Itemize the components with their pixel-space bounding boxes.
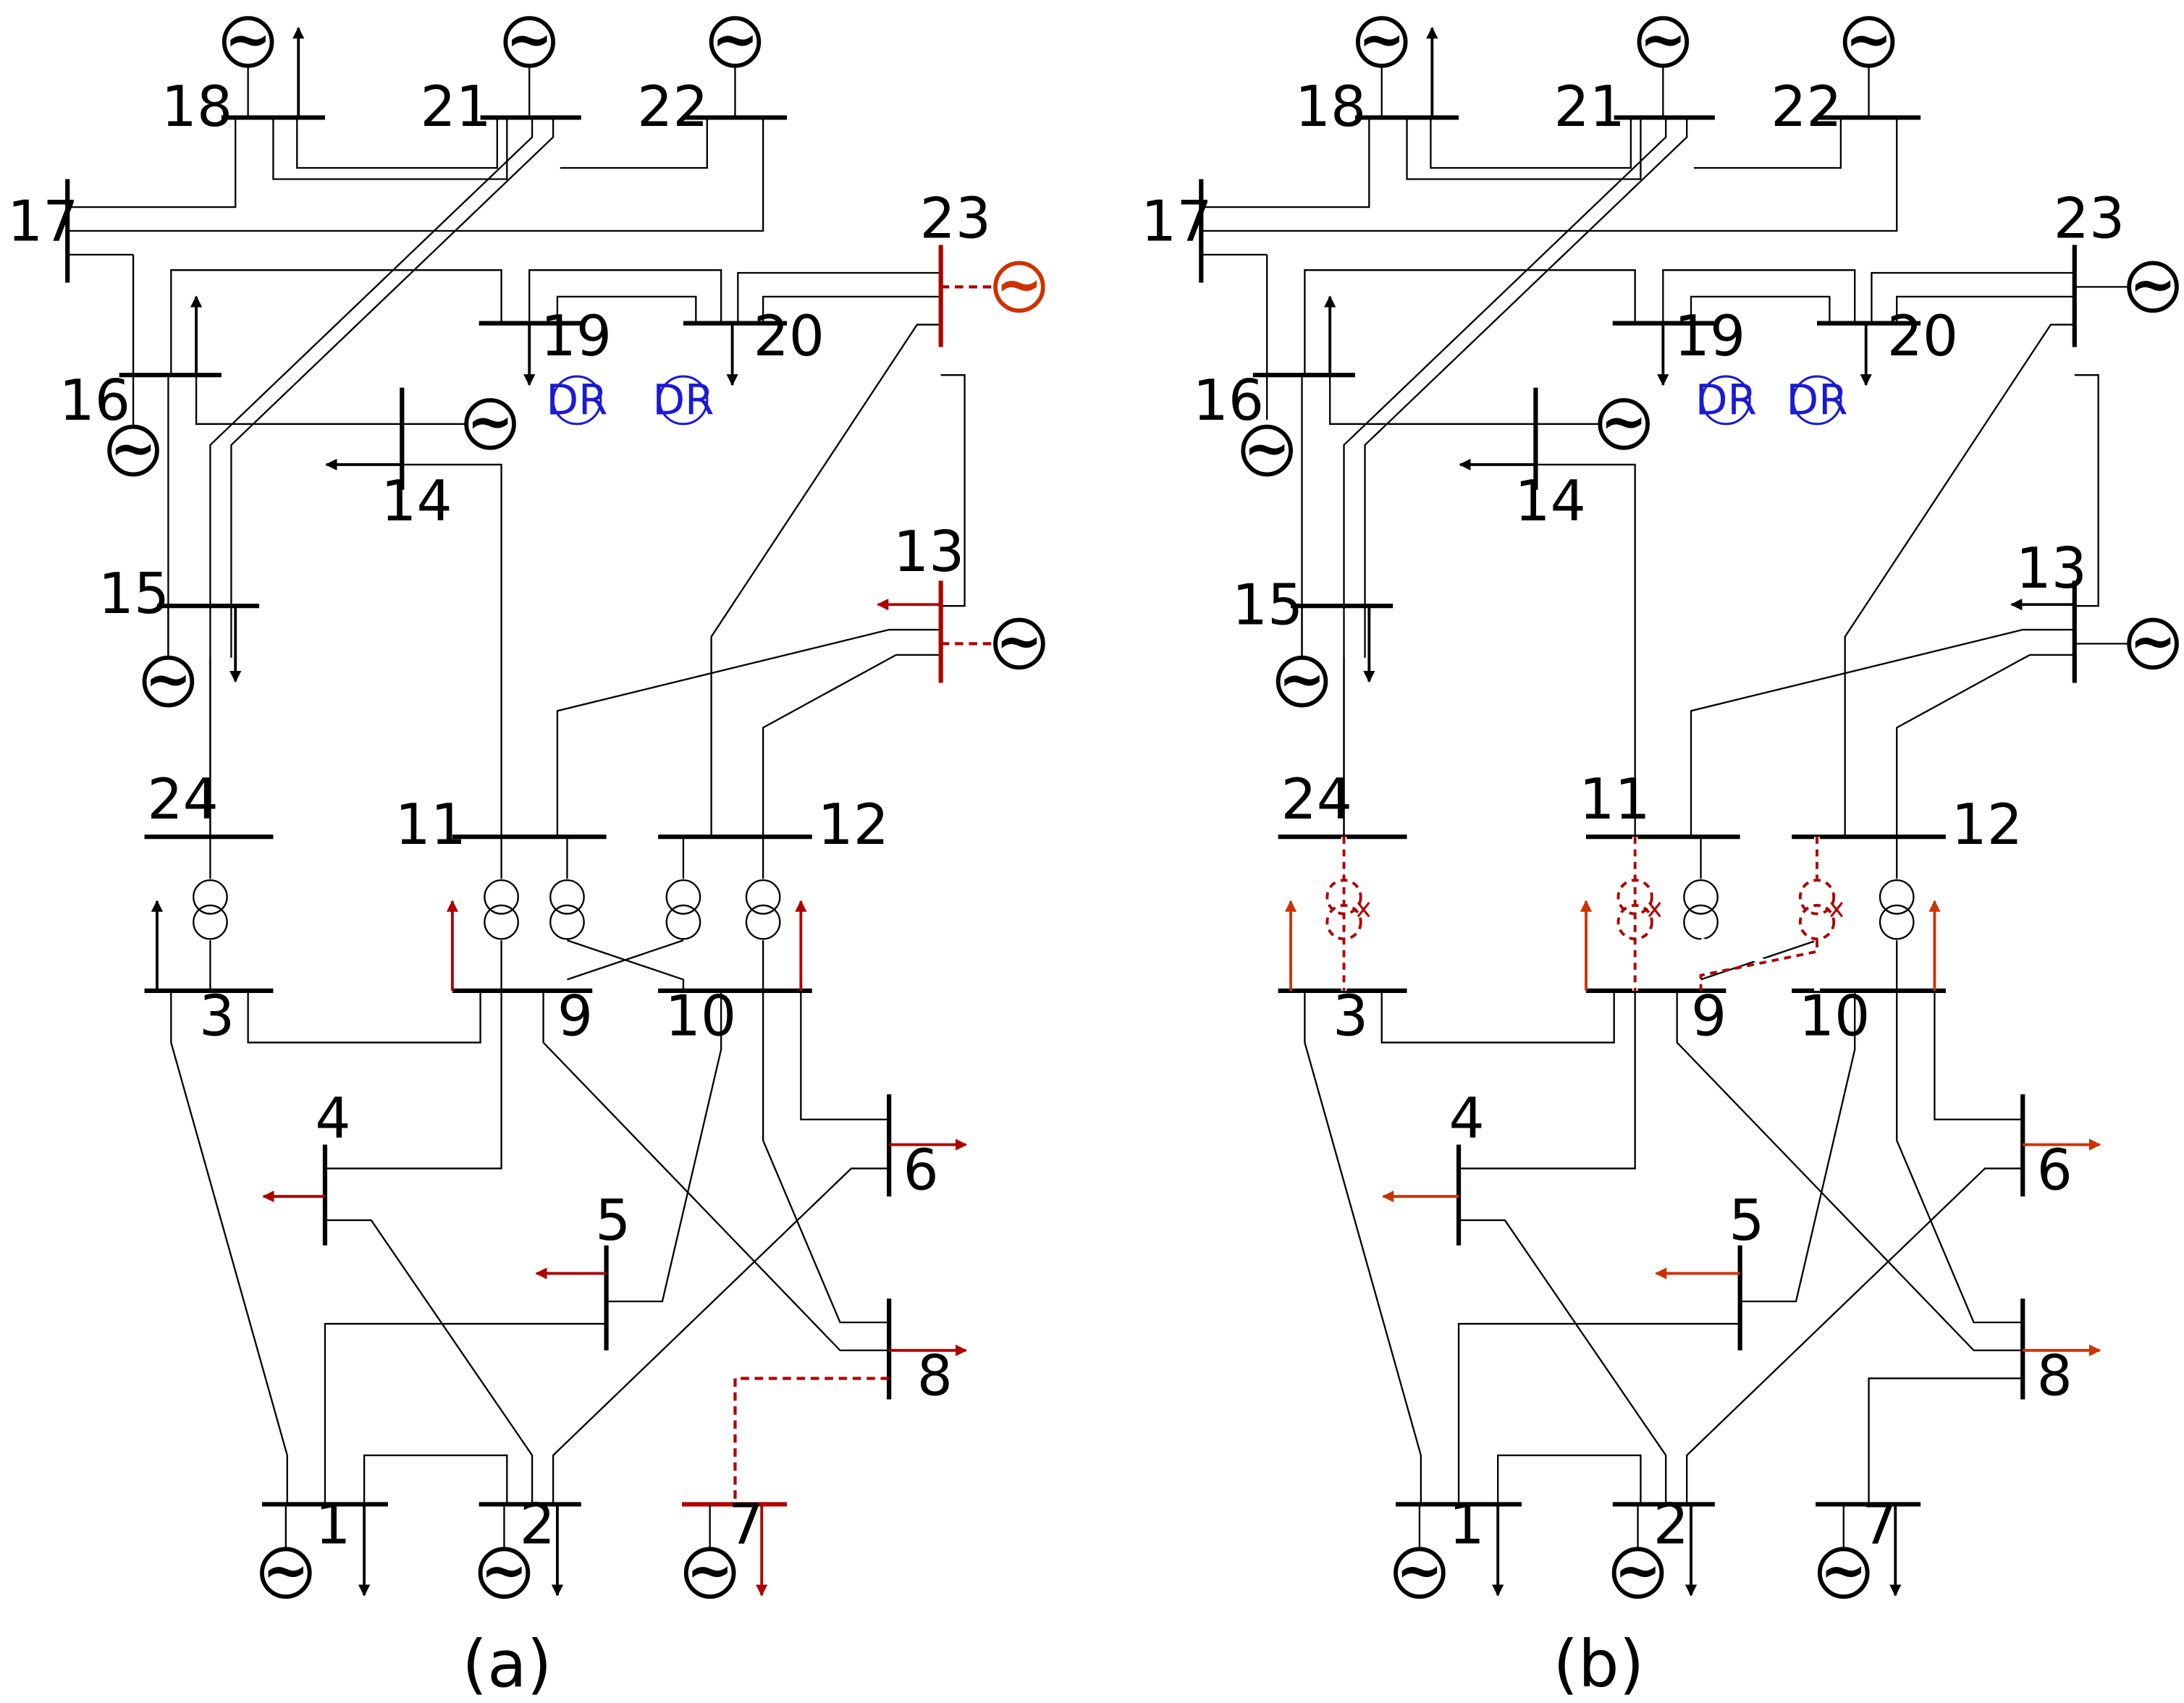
outaged-links-a (733, 285, 996, 1505)
bus-label-16: 16 (1193, 368, 1264, 434)
dr-label-20: DR (1787, 375, 1848, 424)
sine-wave-icon: ~ (145, 647, 192, 712)
bus-label-20: 20 (1887, 304, 1958, 369)
changed-loads-b (1284, 900, 2101, 1356)
bus-label-18: 18 (161, 75, 232, 140)
outaged-buses (682, 245, 943, 1507)
bus-label-2: 2 (1653, 1492, 1689, 1558)
bus-label-4: 4 (315, 1086, 350, 1151)
bus-label-22: 22 (1771, 75, 1842, 140)
sine-wave-icon: ~ (1845, 7, 1892, 72)
sine-wave-icon: ~ (481, 1538, 528, 1603)
sine-wave-icon: ~ (712, 7, 759, 72)
bus-label-6: 6 (2037, 1138, 2073, 1203)
bus-label-15: 15 (98, 562, 169, 627)
bus-label-21: 21 (420, 75, 491, 140)
bus-label-11: 11 (1579, 767, 1650, 832)
bus-label-3: 3 (199, 984, 235, 1049)
bus-label-20: 20 (754, 304, 825, 369)
bus-label-8: 8 (917, 1344, 953, 1409)
bus-label-5: 5 (1729, 1188, 1764, 1254)
bus-label-16: 16 (59, 368, 130, 434)
sine-wave-icon: ~ (1358, 7, 1405, 72)
loads (151, 27, 738, 1597)
bus-label-11: 11 (395, 793, 466, 858)
caption-b: (b) (1553, 1626, 1644, 1702)
bus-label-13: 13 (2016, 536, 2087, 601)
sine-wave-icon: ~ (1601, 389, 1648, 455)
sine-wave-icon: ~ (2130, 253, 2177, 318)
bus-label-24: 24 (1281, 767, 1352, 832)
generators (107, 16, 1045, 1599)
bus-label-21: 21 (1554, 75, 1625, 140)
bus-label-13: 13 (893, 520, 964, 585)
bus-label-1: 1 (315, 1492, 350, 1558)
bus-label-17: 17 (7, 190, 78, 255)
bus-label-7: 7 (1862, 1492, 1897, 1558)
bus-label-10: 10 (665, 984, 736, 1049)
panel-a: DR DR ~ ~ ~ ~ ~ ~ ~ ~ ~ ~ ~ 18 21 22 17 … (7, 7, 1045, 1702)
bus-label-17: 17 (1141, 190, 1212, 255)
bus-label-14: 14 (1514, 469, 1585, 534)
bus-label-23: 23 (2054, 187, 2125, 252)
changed-loads-a (262, 599, 968, 1597)
sine-wave-icon: ~ (467, 389, 514, 455)
sine-wave-icon: ~ (1614, 1538, 1661, 1603)
sine-wave-icon: ~ (110, 416, 157, 481)
bus-label-2: 2 (520, 1492, 555, 1558)
panel-b: DR DR ~ ~ ~ ~ ~ ~ ~ ~ ~ ~ ~ 18 21 22 17 … (1141, 7, 2179, 1702)
dr-label-20: DR (652, 375, 714, 424)
sine-wave-icon: ~ (1820, 1538, 1867, 1603)
bus-label-8: 8 (2037, 1344, 2073, 1409)
sine-wave-icon: ~ (1640, 7, 1687, 72)
bus-label-22: 22 (637, 75, 708, 140)
bus-label-1: 1 (1449, 1492, 1485, 1558)
bus-label-15: 15 (1232, 572, 1303, 638)
sine-wave-icon: ~ (996, 609, 1043, 675)
bus-label-7: 7 (728, 1492, 764, 1558)
sine-wave-icon: ~ (686, 1538, 733, 1603)
bus-label-23: 23 (920, 187, 991, 252)
dr-label-19: DR (547, 375, 608, 424)
sine-wave-icon: ~ (1396, 1538, 1443, 1603)
sine-wave-icon: ~ (224, 7, 271, 72)
caption-a: (a) (462, 1626, 552, 1702)
sine-wave-icon: ~ (262, 1538, 309, 1603)
sine-wave-icon: ~ (1244, 416, 1291, 481)
loads (1324, 27, 2075, 1597)
bus-label-5: 5 (595, 1188, 631, 1254)
bus-label-19: 19 (1674, 304, 1745, 369)
sine-wave-icon: ~ (506, 7, 553, 72)
sine-wave-icon: ~ (996, 253, 1043, 318)
bus-label-12: 12 (818, 793, 889, 858)
bus-label-9: 9 (557, 984, 593, 1049)
bus-label-24: 24 (147, 767, 218, 832)
bus-label-12: 12 (1952, 793, 2023, 858)
sine-wave-icon: ~ (1278, 647, 1325, 712)
bus-label-3: 3 (1333, 984, 1368, 1049)
bus-label-10: 10 (1799, 984, 1870, 1049)
bus-label-4: 4 (1449, 1086, 1485, 1151)
dr-label-19: DR (1695, 375, 1757, 424)
bus-label-14: 14 (381, 469, 452, 534)
bus-label-18: 18 (1295, 75, 1366, 140)
bus-label-6: 6 (903, 1138, 938, 1203)
bus-label-9: 9 (1691, 984, 1726, 1049)
sine-wave-icon: ~ (2130, 609, 2177, 675)
generator-23-changed (993, 261, 1045, 313)
bus-label-19: 19 (541, 304, 612, 369)
outaged-transformers-b (1342, 837, 1818, 991)
generators (1241, 16, 2179, 1599)
